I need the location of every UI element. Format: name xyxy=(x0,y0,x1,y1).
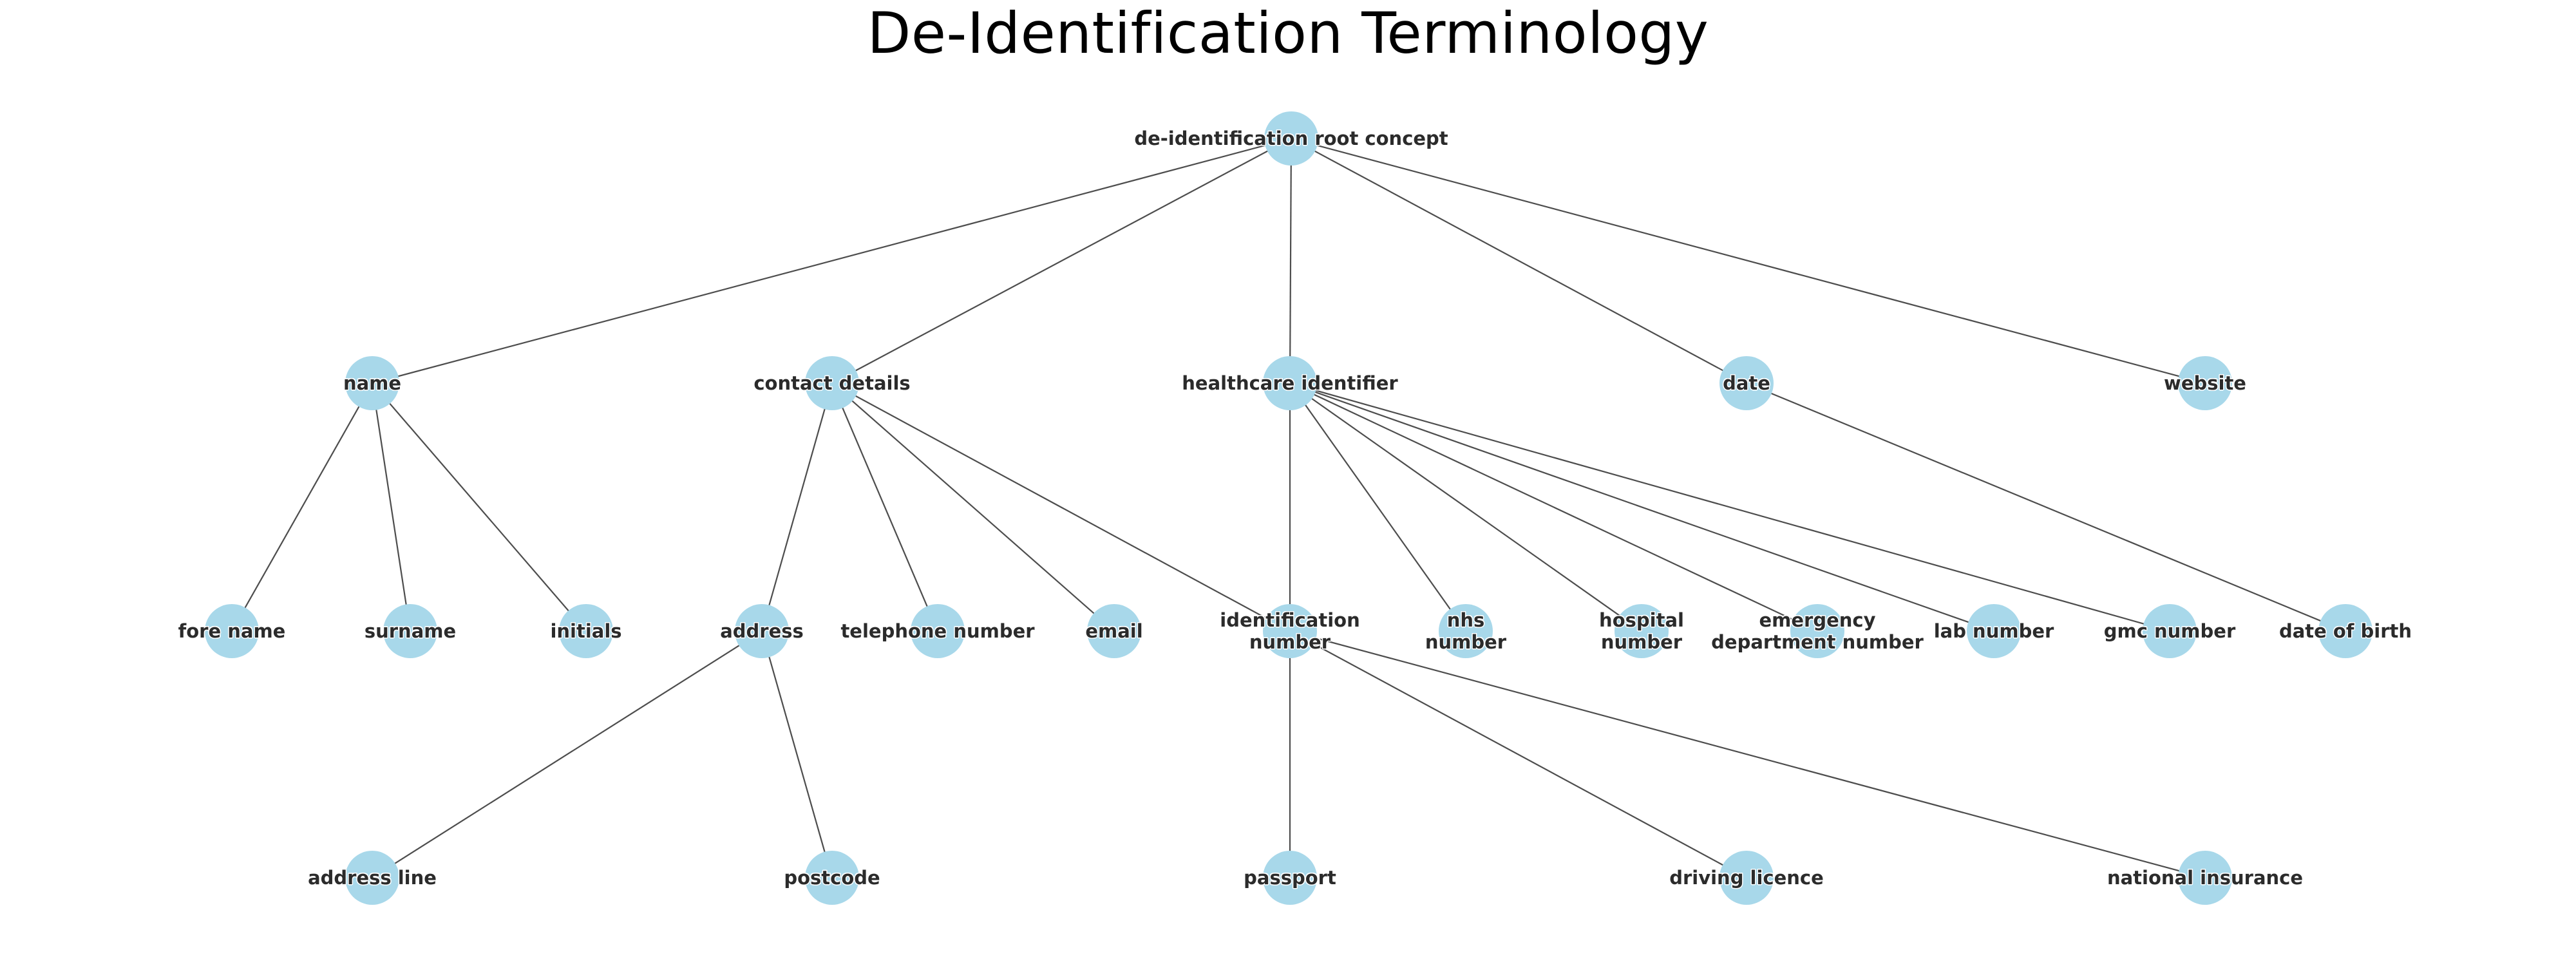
graph-node-hit-telephone[interactable] xyxy=(911,604,965,658)
graph-node-root[interactable] xyxy=(1264,111,1318,166)
graph-node-gmc[interactable] xyxy=(2143,604,2197,658)
graph-node-date[interactable] xyxy=(1719,356,1774,410)
graph-node-hit-initials[interactable] xyxy=(559,604,613,658)
graph-node-forename[interactable] xyxy=(205,604,259,658)
graph-node-postcode[interactable] xyxy=(805,851,859,905)
graph-edge xyxy=(841,143,1281,379)
graph-node-email[interactable] xyxy=(1087,604,1141,658)
graph-node-surname[interactable] xyxy=(383,604,437,658)
graph-node-addrline[interactable] xyxy=(345,851,399,905)
graph-edge xyxy=(1302,143,1738,379)
graph-edge xyxy=(382,140,1280,382)
graph-node-name[interactable] xyxy=(345,356,399,410)
graph-node-hit-emergency[interactable] xyxy=(1790,604,1844,658)
graph-edge xyxy=(379,392,580,623)
graph-edge xyxy=(1301,386,2160,630)
graph-node-natins[interactable] xyxy=(2178,851,2232,905)
graph-node-hit-passport[interactable] xyxy=(1263,851,1317,905)
graph-edge xyxy=(1299,389,1633,626)
graph-node-hit-idnumber[interactable] xyxy=(1263,604,1317,658)
graph-node-address[interactable] xyxy=(735,604,789,658)
graph-node-hit-contact[interactable] xyxy=(805,356,859,410)
graph-node-hit-email[interactable] xyxy=(1087,604,1141,658)
graph-node-hit-gmc[interactable] xyxy=(2143,604,2197,658)
graph-node-emergency[interactable] xyxy=(1790,604,1844,658)
graph-node-hospital[interactable] xyxy=(1615,604,1669,658)
graph-edge xyxy=(1300,388,1808,627)
graph-node-nhs[interactable] xyxy=(1439,604,1493,658)
graph-node-hit-name[interactable] xyxy=(345,356,399,410)
graph-edge xyxy=(1302,140,2195,382)
graph-node-initials[interactable] xyxy=(559,604,613,658)
graph-node-hit-website[interactable] xyxy=(2178,356,2232,410)
graph-node-dob[interactable] xyxy=(2318,604,2372,658)
graph-node-hit-driving[interactable] xyxy=(1719,851,1774,905)
graph-edge xyxy=(836,393,934,621)
graph-node-hit-root[interactable] xyxy=(1264,111,1318,166)
graph-node-driving[interactable] xyxy=(1719,851,1774,905)
page-title: De-Identification Terminology xyxy=(867,0,1709,66)
graph-node-hit-natins[interactable] xyxy=(2178,851,2232,905)
graph-edge xyxy=(764,394,829,621)
graph-node-hcid[interactable] xyxy=(1263,356,1317,410)
graph-node-passport[interactable] xyxy=(1263,851,1317,905)
edges-layer xyxy=(236,140,2336,876)
graph-node-hit-date[interactable] xyxy=(1719,356,1774,410)
graph-edge xyxy=(1296,392,1461,623)
graph-edge xyxy=(1757,387,2336,628)
graph-node-telephone[interactable] xyxy=(911,604,965,658)
graph-node-idnumber[interactable] xyxy=(1263,604,1317,658)
graph-edge xyxy=(842,388,1281,627)
graph-node-hit-nhs[interactable] xyxy=(1439,604,1493,658)
nodes-layer xyxy=(205,111,2372,905)
graph-edge xyxy=(236,393,367,622)
graph-node-hit-dob[interactable] xyxy=(2318,604,2372,658)
graph-edge xyxy=(1285,150,1294,373)
graph-node-hit-addrline[interactable] xyxy=(345,851,399,905)
graph-node-hit-address[interactable] xyxy=(735,604,789,658)
graph-node-hit-hospital[interactable] xyxy=(1615,604,1669,658)
graph-edge xyxy=(840,390,1107,625)
graph-node-hit-hcid[interactable] xyxy=(1263,356,1317,410)
graph-edge xyxy=(1301,633,2195,876)
graph-node-lab[interactable] xyxy=(1967,604,2021,658)
graph-node-hit-lab[interactable] xyxy=(1967,604,2021,658)
graph-edge xyxy=(1300,636,1738,873)
graph-edge xyxy=(764,642,830,868)
graph-edge xyxy=(1301,386,1984,629)
graph-node-hit-forename[interactable] xyxy=(205,604,259,658)
graph-node-website[interactable] xyxy=(2178,356,2232,410)
graph-node-contact[interactable] xyxy=(805,356,859,410)
graph-edge xyxy=(381,637,752,873)
graph-edge xyxy=(373,395,412,621)
graph-node-hit-postcode[interactable] xyxy=(805,851,859,905)
graph-node-hit-surname[interactable] xyxy=(383,604,437,658)
